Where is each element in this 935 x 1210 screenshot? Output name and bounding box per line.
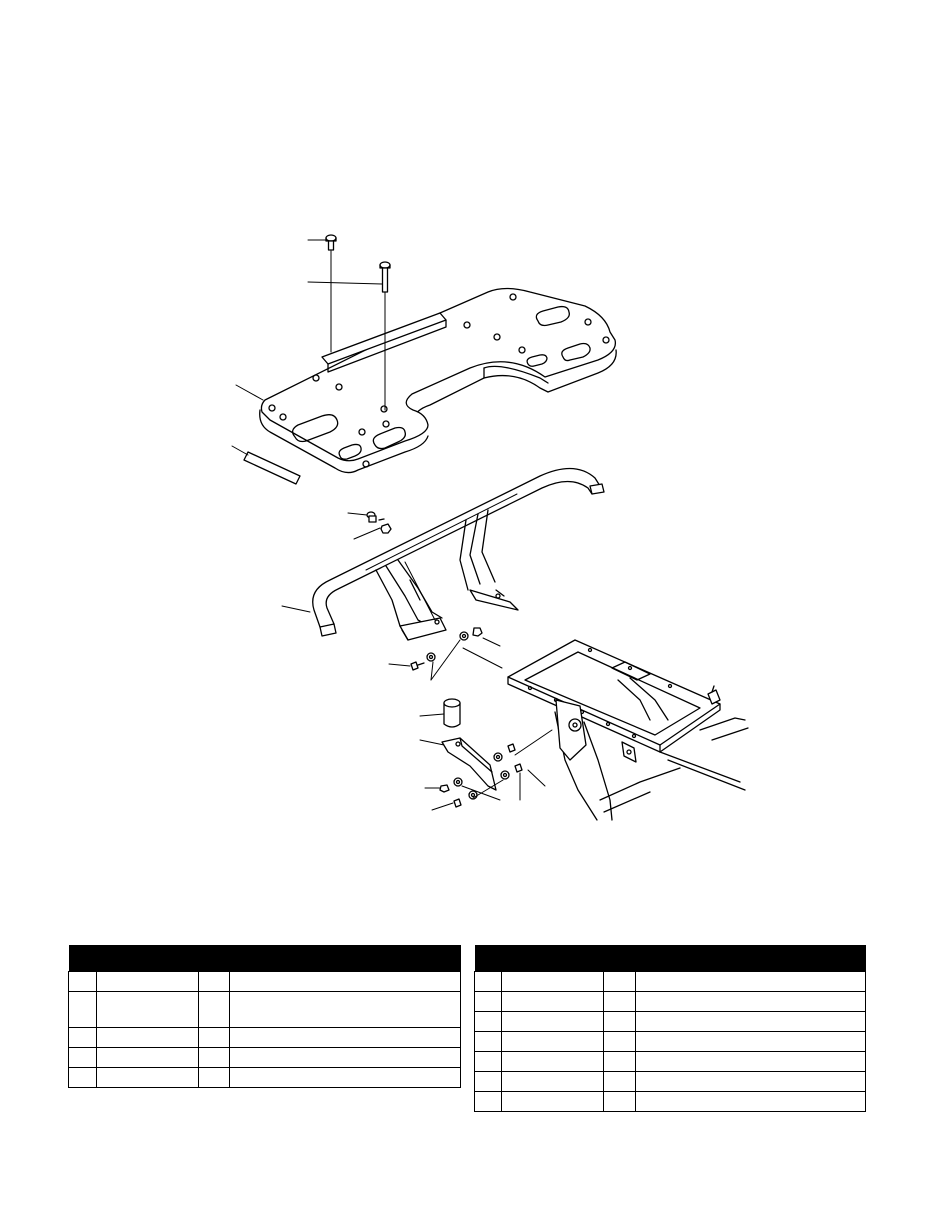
table-row	[68, 1067, 461, 1088]
table-row	[474, 971, 866, 992]
item-no	[474, 991, 502, 1012]
rack-plate	[259, 287, 617, 474]
table-row	[474, 991, 866, 1012]
qty	[603, 1051, 636, 1072]
table-row	[474, 1051, 866, 1072]
item-no	[474, 1051, 502, 1072]
table-header	[68, 945, 461, 972]
parts-table-right	[474, 945, 866, 1112]
item-no	[474, 1091, 502, 1112]
description	[229, 1027, 461, 1048]
qty	[603, 1011, 636, 1032]
right-support	[459, 509, 519, 611]
table-row	[68, 1047, 461, 1068]
item-no	[474, 1071, 502, 1092]
rubber-strip	[243, 451, 301, 485]
qty	[198, 1027, 230, 1048]
table-row	[474, 1091, 866, 1112]
vehicle-frame	[507, 639, 749, 821]
table-header	[474, 945, 866, 972]
part-no	[501, 1091, 604, 1112]
nut-small	[380, 523, 392, 534]
short-bolt	[325, 234, 337, 251]
part-no	[96, 971, 199, 992]
item-no	[474, 1031, 502, 1052]
part-no	[501, 1051, 604, 1072]
table-row	[474, 1071, 866, 1092]
part-no	[96, 991, 199, 1028]
item-no	[68, 991, 97, 1028]
item-no	[474, 971, 502, 992]
qty	[603, 991, 636, 1012]
part-no	[96, 1067, 199, 1088]
washer-b	[426, 652, 436, 662]
part-no	[501, 1011, 604, 1032]
part-no	[501, 1071, 604, 1092]
item-no	[68, 1067, 97, 1088]
washer-a	[459, 631, 469, 641]
qty	[603, 971, 636, 992]
table-row	[68, 991, 461, 1028]
description	[635, 971, 866, 992]
description	[635, 1031, 866, 1052]
table-row	[68, 971, 461, 992]
description	[635, 1011, 866, 1032]
description	[229, 1067, 461, 1088]
item-no	[68, 1027, 97, 1048]
description	[229, 1047, 461, 1068]
description	[635, 1071, 866, 1092]
description	[635, 1091, 866, 1112]
item-no	[474, 1011, 502, 1032]
qty	[198, 991, 230, 1028]
qty	[198, 971, 230, 992]
description	[635, 991, 866, 1012]
nut-a	[472, 627, 483, 637]
mount-bracket	[441, 737, 497, 791]
part-no	[501, 991, 604, 1012]
item-no	[68, 971, 97, 992]
table-row	[474, 1011, 866, 1032]
spacer	[443, 698, 461, 728]
bolt-small	[366, 511, 385, 523]
qty	[198, 1047, 230, 1068]
bolt-b	[410, 661, 425, 671]
part-no	[96, 1047, 199, 1068]
description	[229, 991, 461, 1028]
lower-hardware	[439, 743, 523, 808]
left-support	[375, 559, 447, 641]
parts-table-left	[68, 945, 461, 1088]
table-row	[68, 1027, 461, 1048]
part-no	[501, 1031, 604, 1052]
description	[229, 971, 461, 992]
item-no	[68, 1047, 97, 1068]
qty	[603, 1071, 636, 1092]
part-no	[96, 1027, 199, 1048]
long-bolt	[379, 261, 391, 293]
qty	[198, 1067, 230, 1088]
part-no	[501, 971, 604, 992]
guard-rail	[312, 467, 605, 637]
qty	[603, 1091, 636, 1112]
description	[635, 1051, 866, 1072]
table-row	[474, 1031, 866, 1052]
qty	[603, 1031, 636, 1052]
